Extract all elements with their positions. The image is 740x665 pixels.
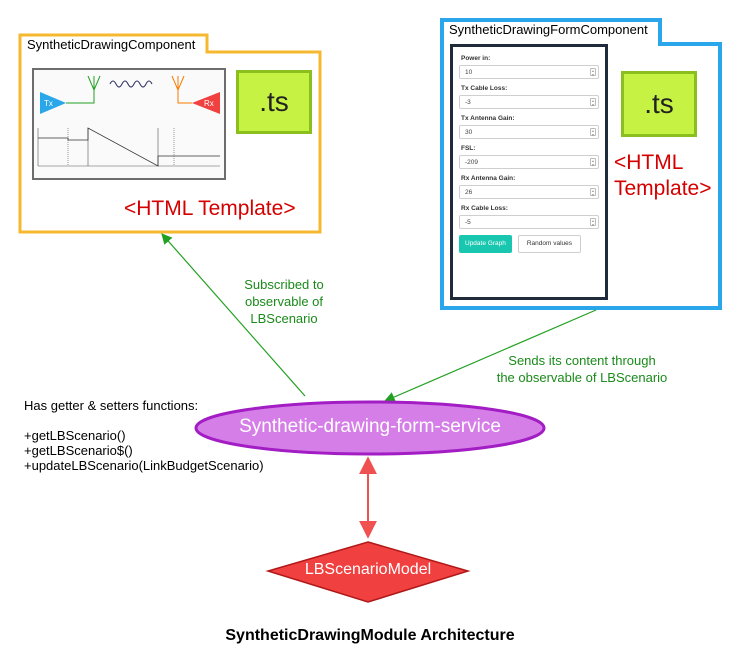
subscribed-note-line: LBScenario: [250, 311, 318, 326]
subscribed-note-line: Subscribed to: [244, 277, 324, 292]
model-name: LBScenarioModel: [304, 561, 432, 578]
form-field-fsl: FSL: -209 ▲▼: [459, 145, 599, 169]
drawing-ts-box: .ts: [236, 70, 312, 134]
sends-note-line: Sends its content through: [508, 353, 656, 368]
form-field-rx-cable-loss: Rx Cable Loss: -5 ▲▼: [459, 205, 599, 229]
field-label: Rx Antenna Gain:: [461, 175, 516, 182]
field-label: Power in:: [461, 55, 491, 62]
subscribed-note: Subscribed to observable of LBScenario: [226, 276, 342, 327]
form-component-frame: [440, 18, 722, 310]
field-label: Tx Cable Loss:: [461, 85, 508, 92]
form-field-power-in: Power in: 10 ▲▼: [459, 55, 599, 79]
update-graph-button[interactable]: Update Graph: [459, 235, 512, 253]
page-title: SyntheticDrawingModule Architecture: [225, 627, 515, 644]
fsl-input[interactable]: -209 ▲▼: [459, 155, 599, 169]
field-value: 10: [465, 69, 473, 76]
form-html-template-line1: <HTML: [614, 151, 684, 174]
tx-label: Tx: [44, 99, 53, 108]
field-value: 26: [465, 189, 473, 196]
tx-cable-loss-input[interactable]: -3 ▲▼: [459, 95, 599, 109]
random-values-button[interactable]: Random values: [517, 235, 582, 253]
power-in-input[interactable]: 10 ▲▼: [459, 65, 599, 79]
function-item: +getLBScenario$(): [24, 443, 133, 458]
level-graph: [37, 127, 220, 167]
rx-amplifier-icon: [192, 92, 220, 114]
form-field-tx-cable-loss: Tx Cable Loss: -3 ▲▼: [459, 85, 599, 109]
field-label: Tx Antenna Gain:: [461, 115, 515, 122]
wave-icon: [109, 80, 153, 88]
drawing-component-title: SyntheticDrawingComponent: [27, 37, 196, 52]
field-label: Rx Cable Loss:: [461, 205, 508, 212]
drawing-component-frame: [18, 33, 322, 234]
rx-antenna-icon: [171, 75, 192, 104]
spinner-icon[interactable]: ▲▼: [590, 68, 596, 77]
model-diamond: [265, 541, 471, 603]
rx-cable-loss-input[interactable]: -5 ▲▼: [459, 215, 599, 229]
rx-label: Rx: [204, 99, 214, 108]
form-component-title: SyntheticDrawingFormComponent: [449, 22, 648, 37]
spinner-icon[interactable]: ▲▼: [590, 158, 596, 167]
function-item: +getLBScenario(): [24, 428, 126, 443]
drawing-html-template-label: <HTML Template>: [124, 197, 296, 220]
spinner-icon[interactable]: ▲▼: [590, 128, 596, 137]
field-label: FSL:: [461, 145, 476, 152]
form-html-template-line2: Template>: [614, 177, 712, 200]
subscribed-note-line: observable of: [244, 294, 324, 309]
form-field-rx-antenna-gain: Rx Antenna Gain: 26 ▲▼: [459, 175, 599, 199]
link-budget-drawing: Tx Rx: [37, 75, 220, 167]
spinner-icon[interactable]: ▲▼: [590, 188, 596, 197]
function-item: +updateLBScenario(LinkBudgetScenario): [24, 458, 264, 473]
form-ts-box: .ts: [621, 71, 697, 137]
form-field-tx-antenna-gain: Tx Antenna Gain: 30 ▲▼: [459, 115, 599, 139]
functions-heading: Has getter & setters functions:: [24, 398, 199, 413]
field-value: -3: [465, 99, 471, 106]
service-functions: Has getter & setters functions: +getLBSc…: [24, 398, 264, 473]
send-arrow: [384, 309, 597, 403]
field-value: -5: [465, 219, 471, 226]
subscribe-arrow: [161, 233, 306, 397]
service-name: Synthetic-drawing-form-service: [239, 416, 501, 437]
tx-amplifier-icon: [40, 92, 66, 114]
field-value: -209: [465, 159, 479, 166]
spinner-icon[interactable]: ▲▼: [590, 218, 596, 227]
spinner-icon[interactable]: ▲▼: [590, 98, 596, 107]
tx-antenna-icon: [66, 75, 101, 104]
sends-note-line: the observable of LBScenario: [496, 370, 668, 385]
drawing-preview: Tx Rx: [32, 68, 226, 180]
field-value: 30: [465, 129, 473, 136]
service-ellipse: [194, 400, 546, 456]
form-button-row: Update Graph Random values: [459, 235, 599, 253]
tx-antenna-gain-input[interactable]: 30 ▲▼: [459, 125, 599, 139]
form-panel: Power in: 10 ▲▼ Tx Cable Loss: -3 ▲▼ Tx …: [450, 44, 608, 300]
rx-antenna-gain-input[interactable]: 26 ▲▼: [459, 185, 599, 199]
sends-note: Sends its content through the observable…: [484, 352, 680, 386]
